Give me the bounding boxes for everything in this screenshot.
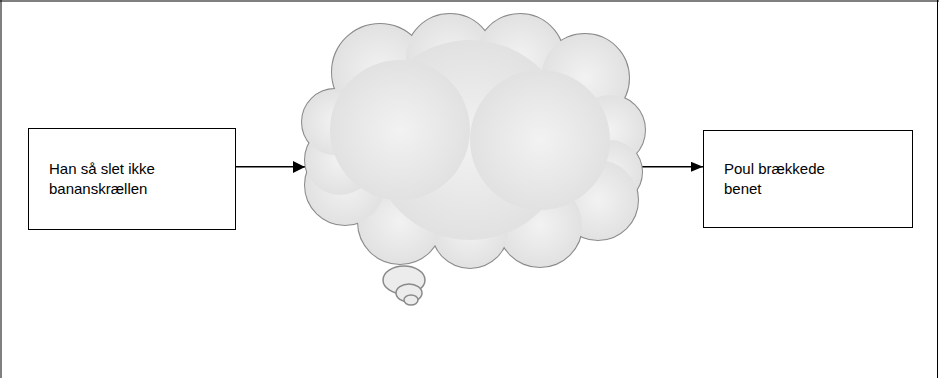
frame-line bbox=[0, 1, 939, 2]
process-box: Poul brækkede benet bbox=[703, 130, 913, 228]
box-text: Poul brækkede benet bbox=[724, 159, 852, 199]
cloud-lobe bbox=[470, 70, 610, 210]
thought-bubbles bbox=[383, 266, 425, 305]
cloud-lobe bbox=[470, 70, 610, 210]
box-text: Han så slet ikke bananskrællen bbox=[49, 159, 175, 199]
frame-line bbox=[937, 0, 938, 378]
cloud-lobe bbox=[330, 60, 470, 200]
frame-line bbox=[1, 0, 2, 378]
arrow-head bbox=[293, 161, 305, 173]
cloud-lobe bbox=[330, 60, 470, 200]
process-box: Han så slet ikke bananskrællen bbox=[28, 128, 236, 230]
